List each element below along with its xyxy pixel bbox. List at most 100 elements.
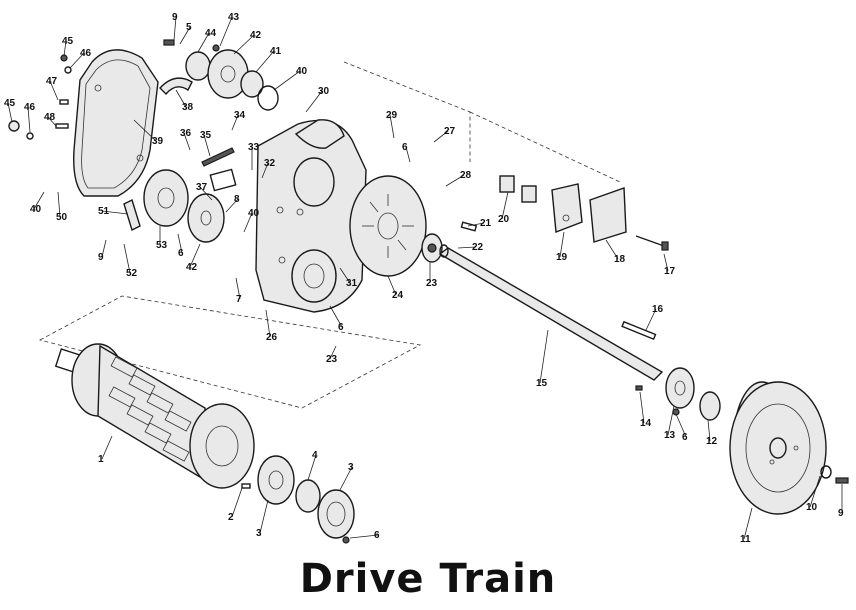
part-callout-7: 7 [236,294,242,305]
part-callout-9b: 9 [98,252,104,263]
part-callout-6a: 6 [402,142,408,153]
part-callout-42b: 42 [186,262,198,273]
callout-leader-47 [49,80,59,101]
callout-leader-15 [539,329,549,384]
part-callout-9a: 9 [172,12,178,23]
callout-leader-29 [389,114,395,139]
part-callout-43: 43 [228,12,240,23]
callout-leader-4 [307,454,317,481]
drive-pulley-part [729,381,849,515]
diagram-title: Drive Train [299,556,557,602]
part-callout-33: 33 [248,142,260,153]
part-callout-17: 17 [664,266,676,277]
part-callout-24: 24 [392,290,404,301]
part-callout-6e: 6 [374,530,380,541]
part-callout-30: 30 [318,86,330,97]
callout-leader-18 [605,239,619,260]
part-callout-34: 34 [234,110,246,121]
part-callout-39: 39 [152,136,164,147]
assembly-guides [38,61,621,409]
part-callout-23a: 23 [426,278,438,289]
callout-leader-40b [33,191,45,210]
sprocket-and-chain-parts [123,77,237,243]
callout-leader-35 [203,134,211,157]
callout-leader-8 [225,198,239,213]
callout-leader-5 [179,26,191,45]
callout-leader-44 [197,32,210,53]
part-callout-40b: 40 [30,204,42,215]
part-callout-29: 29 [386,110,398,121]
drive-shaft-part [438,244,664,381]
part-callout-42a: 42 [250,30,262,41]
part-callout-10: 10 [806,502,818,513]
part-callout-27: 27 [444,126,456,137]
part-callout-22: 22 [472,242,484,253]
shaft-hub-parts [635,367,721,421]
part-callout-12: 12 [706,436,718,447]
part-callout-21: 21 [480,218,492,229]
callout-leader-24 [387,275,397,296]
part-callout-47: 47 [46,76,58,87]
callout-leader-34 [231,114,239,131]
part-callout-45a: 45 [62,36,74,47]
callout-leader-9b [101,239,107,258]
part-callout-2: 2 [228,512,234,523]
callout-leader-37 [199,186,213,201]
large-sprocket-part [349,175,443,277]
callout-leader-3a [339,466,353,491]
callout-leader-6e [349,534,379,539]
callout-leader-41 [255,50,275,73]
part-callout-35: 35 [200,130,212,141]
callout-leader-6c [329,305,343,328]
part-callout-9c: 9 [838,508,844,519]
exploded-parts-drawing: 9544434241404546474546483839303436353332… [4,12,849,545]
callout-leader-19 [559,231,565,258]
rotor-assembly-part [54,343,255,489]
callout-leader-13 [667,405,675,436]
callout-leader-31 [339,267,351,284]
part-callout-41: 41 [270,46,282,57]
callout-leader-10 [809,475,821,508]
part-callout-36: 36 [180,128,192,139]
part-callout-46b: 46 [24,102,36,113]
part-callout-31: 31 [346,278,358,289]
part-callout-19: 19 [556,252,568,263]
part-callout-46a: 46 [80,48,92,59]
part-callout-14: 14 [640,418,652,429]
callout-leader-9a [173,16,177,41]
callout-leader-46a [69,52,85,69]
part-callout-32: 32 [264,158,276,169]
part-callout-37: 37 [196,182,208,193]
callout-leader-39 [133,119,157,142]
callout-leader-51 [101,210,129,215]
callout-leader-42a [233,34,255,55]
callout-leader-38 [175,89,187,108]
callout-leader-2 [231,487,243,518]
part-callout-6d: 6 [682,432,688,443]
callout-leader-21 [467,222,485,227]
callout-leader-45b [7,102,13,123]
callout-leader-7 [235,277,241,300]
callout-leader-40c [243,212,253,233]
gear-housing-part [255,119,367,313]
callout-leader-3b [259,499,269,534]
part-callout-53: 53 [156,240,168,251]
callout-leader-6b [177,233,183,254]
part-callout-51: 51 [98,206,110,217]
callout-leader-46b [27,106,31,133]
callout-leader-23b [329,345,337,360]
callout-leader-6a [405,146,411,163]
part-callout-15: 15 [536,378,548,389]
part-callout-48: 48 [44,112,56,123]
callout-leader-1 [101,435,113,460]
part-callout-1: 1 [98,454,104,465]
callout-leader-32 [261,162,269,179]
part-callout-20: 20 [498,214,510,225]
part-callout-3b: 3 [256,528,262,539]
lower-bearing-parts [241,455,355,544]
part-callout-45b: 45 [4,98,16,109]
part-callout-40c: 40 [248,208,260,219]
callout-leader-14 [639,391,645,424]
